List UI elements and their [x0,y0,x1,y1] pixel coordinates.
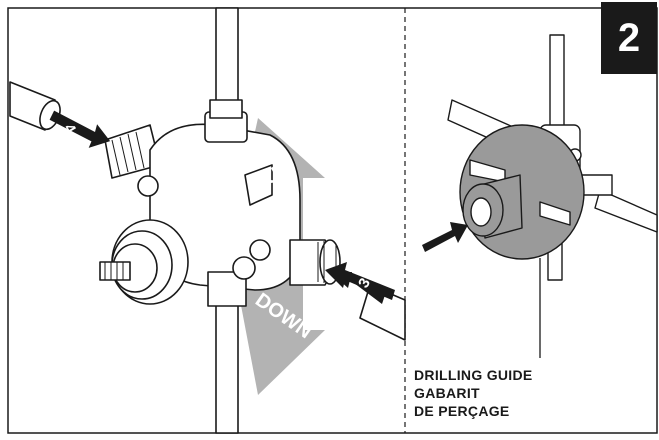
caption-line-3: DE PERÇAGE [414,403,510,419]
stem-splines [104,262,124,280]
caption-line-2: GABARIT [414,385,480,401]
riser-pipe-top-right [549,34,565,131]
screw-left [137,175,159,197]
callout-3-label: 3 [355,275,374,291]
step-number: 2 [617,15,641,60]
valve-assembly [9,7,406,434]
riser-pipe-bottom [215,289,239,434]
drilling-guide-caption: DRILLING GUIDE GABARIT DE PERÇAGE [414,366,533,420]
threads-left [111,131,145,176]
callout-4: 4 [49,110,111,148]
port-small [581,174,613,196]
port-top-thread [209,99,243,119]
screw-right [249,239,271,261]
pipe-right [594,189,658,233]
guide-assembly [447,34,658,281]
step-number-badge: 2 [601,2,657,74]
screw-bottom [232,256,256,280]
insert-arrow [422,222,468,252]
guide-slot-right [539,201,571,226]
mount-tab [244,164,273,206]
guide-hole [470,197,492,227]
caption-line-1: DRILLING GUIDE [414,367,533,383]
